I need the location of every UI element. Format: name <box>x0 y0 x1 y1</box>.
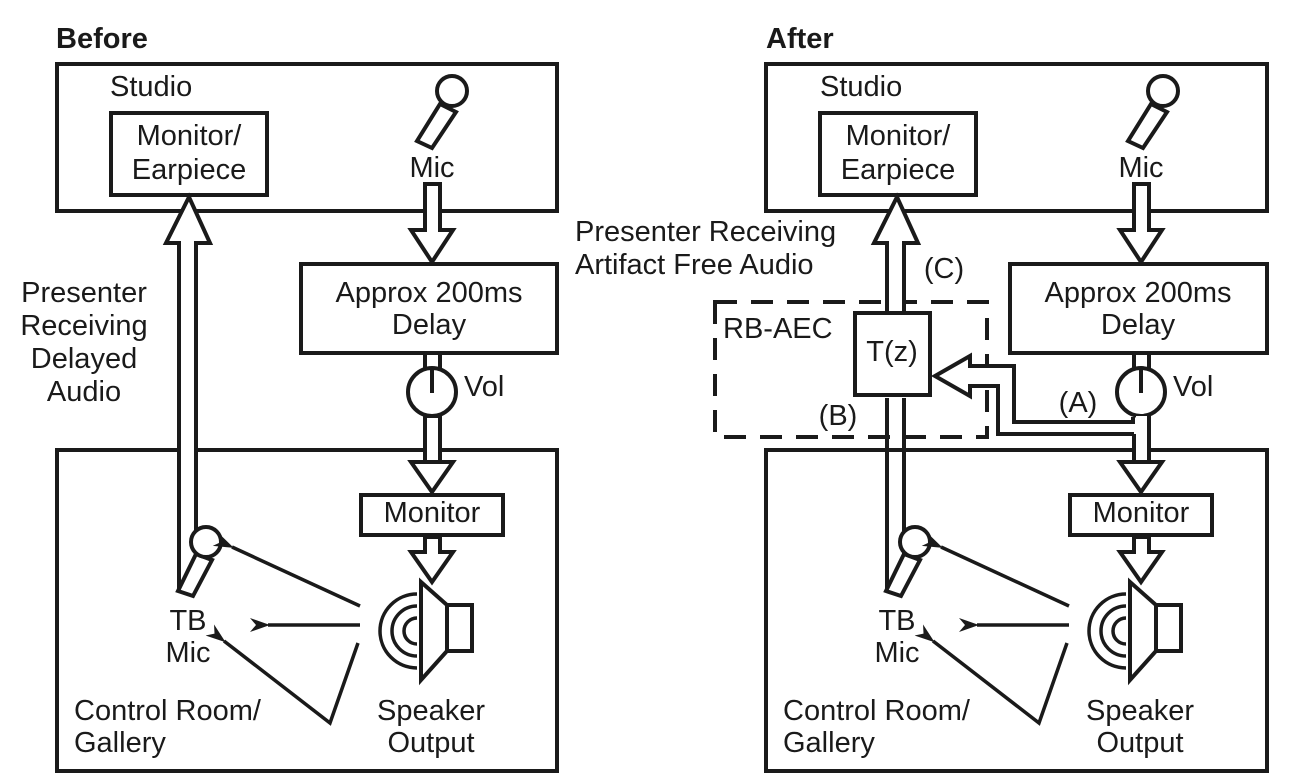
tb-mic-line2: Mic <box>165 637 210 669</box>
volume-knob-icon <box>1115 366 1167 418</box>
speaker-output-line2: Output <box>1096 727 1183 759</box>
control-room-line1: Control Room/ <box>74 695 262 727</box>
studio-label: Studio <box>110 71 192 103</box>
studio-mic-label: Mic <box>1118 152 1163 184</box>
vol-label: Vol <box>464 371 504 403</box>
studio-label: Studio <box>820 71 902 103</box>
delay-box <box>299 262 559 355</box>
tb-mic-line2: Mic <box>874 637 919 669</box>
return-path-arrow <box>870 192 922 368</box>
vol-to-monitor-pipe <box>1132 416 1151 462</box>
delay-line2: Delay <box>1101 309 1176 341</box>
monitor-box <box>359 493 505 537</box>
monitor-label: Monitor <box>384 497 481 529</box>
vol-pipe-cross <box>423 440 442 462</box>
monitor-arrow-head <box>407 460 457 496</box>
studio-mic-label: Mic <box>409 152 454 184</box>
control-room-line1: Control Room/ <box>783 695 971 727</box>
reference-signal-arrow <box>930 352 1135 436</box>
delay-line2: Delay <box>392 309 467 341</box>
presenter-note-line1: Presenter Receiving <box>575 216 836 248</box>
mic-to-delay-arrow <box>1116 182 1166 266</box>
monitor-earpiece-box <box>818 111 978 197</box>
vol-label: Vol <box>1173 371 1213 403</box>
rb-aec-label: RB-AEC <box>723 313 833 345</box>
delay-line1: Approx 200ms <box>336 277 523 309</box>
delay-box <box>1008 262 1269 355</box>
acoustic-echo-arrows <box>205 533 361 726</box>
mic-to-delay-arrow <box>407 182 457 266</box>
monitor-to-speaker-arrow <box>407 535 457 586</box>
acoustic-echo-arrows <box>914 533 1070 726</box>
control-room-line2: Gallery <box>74 727 166 759</box>
marker-c: (C) <box>924 253 964 285</box>
vol-to-monitor-arrow <box>1116 460 1166 496</box>
monitor-earpiece-line1: Monitor/ <box>137 120 243 152</box>
monitor-earpiece-line2: Earpiece <box>132 154 246 186</box>
speaker-icon <box>1087 577 1183 686</box>
return-path-arrow <box>162 192 214 592</box>
marker-b: (B) <box>819 400 858 432</box>
tb-mic-line1: TB <box>878 605 915 637</box>
tz-filter-box <box>853 311 932 397</box>
presenter-note-line2: Artifact Free Audio <box>575 249 814 281</box>
delay-line1: Approx 200ms <box>1045 277 1232 309</box>
volume-knob-icon <box>406 366 458 418</box>
before-title: Before <box>56 23 148 55</box>
before-panel: Before Studio Monitor/ Earpiece Mic Appr… <box>20 23 559 773</box>
tz-filter-label: T(z) <box>866 336 918 368</box>
monitor-earpiece-line1: Monitor/ <box>846 120 952 152</box>
presenter-note-line2: Receiving <box>20 310 147 342</box>
studio-mic-icon <box>414 74 469 151</box>
after-title: After <box>766 23 834 55</box>
studio-mic-icon <box>1125 74 1180 151</box>
tb-mic-line1: TB <box>169 605 206 637</box>
presenter-note-line4: Audio <box>47 376 121 408</box>
monitor-to-speaker-arrow <box>1116 535 1166 586</box>
presenter-note-line3: Delayed <box>31 343 137 375</box>
monitor-earpiece-line2: Earpiece <box>841 154 955 186</box>
presenter-note-line1: Presenter <box>21 277 147 309</box>
monitor-label: Monitor <box>1093 497 1190 529</box>
control-room-line2: Gallery <box>783 727 875 759</box>
speaker-output-line1: Speaker <box>377 695 485 727</box>
marker-a: (A) <box>1059 387 1098 419</box>
speaker-output-line1: Speaker <box>1086 695 1194 727</box>
speaker-icon <box>378 577 474 686</box>
after-panel: After Studio Monitor/ Earpiece Mic Appro… <box>575 23 1269 773</box>
speaker-output-line2: Output <box>387 727 474 759</box>
